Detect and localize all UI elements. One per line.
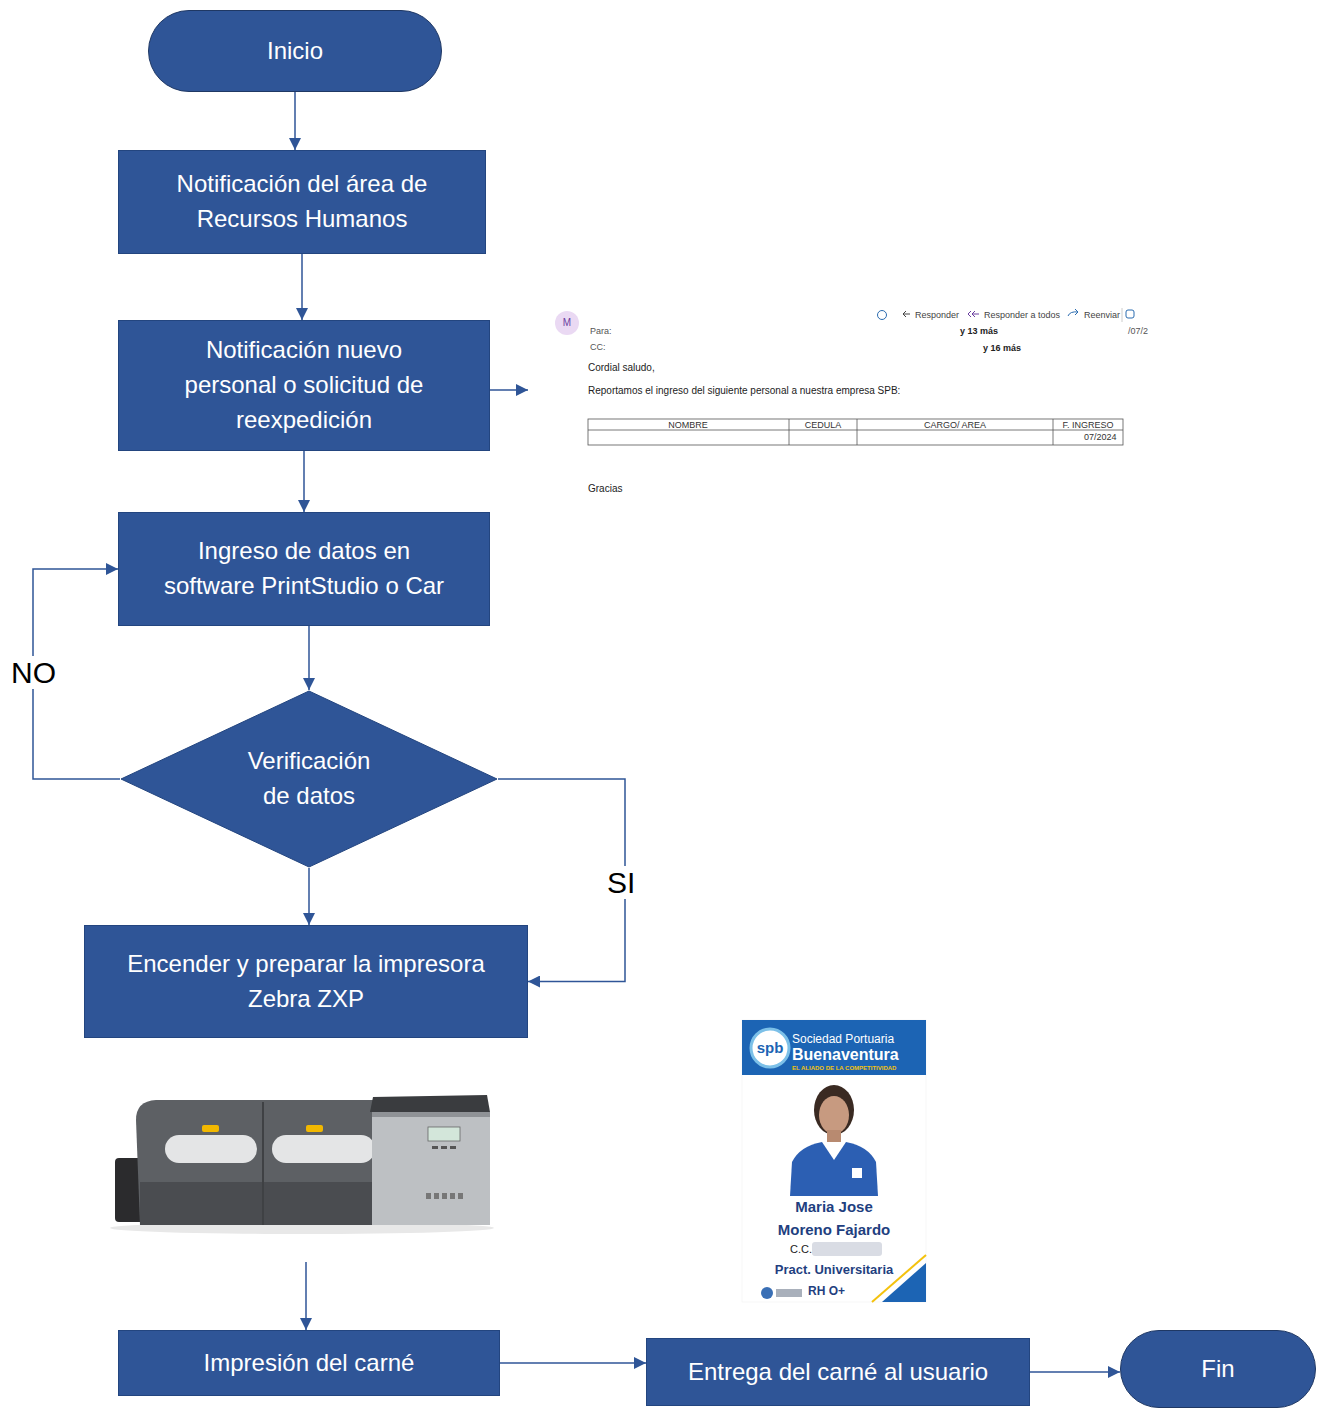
node-text: Notificación del área de Recursos Humano… xyxy=(152,167,452,237)
email-action: Reenviar xyxy=(1084,310,1120,320)
process-box: Encender y preparar la impresora Zebra Z… xyxy=(84,925,528,1038)
card-name: Moreno Fajardo xyxy=(778,1221,891,1238)
email-body: Gracias xyxy=(588,483,622,495)
email-body: Cordial saludo, xyxy=(588,362,655,374)
node-text: Fin xyxy=(1201,1352,1234,1387)
process-box: Impresión del carné xyxy=(118,1330,500,1396)
process-box: Notificación nuevo personal o solicitud … xyxy=(118,320,490,451)
node-label: Encender y preparar la impresora Zebra Z… xyxy=(116,947,496,1017)
email-field: y 16 más xyxy=(983,343,1021,353)
node-text: Encender y preparar la impresora Zebra Z… xyxy=(116,947,496,1017)
edge-label: NO xyxy=(8,656,59,689)
table-header: CEDULA xyxy=(805,420,842,430)
node-label: Entrega del carné al usuario xyxy=(688,1355,988,1390)
card-logo: spb xyxy=(757,1039,784,1056)
process-box: Ingreso de datos en software PrintStudio… xyxy=(118,512,490,626)
flow-arrow xyxy=(303,451,305,512)
node-label: Notificación nuevo personal o solicitud … xyxy=(164,333,444,437)
card-role: Pract. Universitaria xyxy=(775,1263,894,1278)
flow-arrow xyxy=(308,626,310,690)
avatar-initial: M xyxy=(563,317,571,329)
table-header: F. INGRESO xyxy=(1062,420,1113,430)
node-label: Ingreso de datos en software PrintStudio… xyxy=(157,534,452,604)
node-label: Notificación del área de Recursos Humano… xyxy=(152,167,452,237)
node-label: Verificación de datos xyxy=(239,744,379,814)
table-cell: 07/2024 xyxy=(1084,432,1117,442)
flow-arrow xyxy=(305,1262,307,1330)
flow-arrow xyxy=(308,868,310,925)
diamond-outline xyxy=(120,690,498,868)
card-brand: Sociedad Portuaria xyxy=(792,1033,894,1047)
flow-arrow xyxy=(294,92,296,150)
flow-arrow xyxy=(1030,1371,1120,1373)
node-label: Fin xyxy=(1201,1352,1234,1387)
printer-illustration xyxy=(110,1095,494,1234)
email-body: Reportamos el ingreso del siguiente pers… xyxy=(588,385,900,397)
id-card xyxy=(742,1020,926,1302)
process-box: Notificación del área de Recursos Humano… xyxy=(118,150,486,254)
flow-arrow xyxy=(301,254,303,320)
email-action: Responder xyxy=(915,310,959,320)
table-header: NOMBRE xyxy=(668,420,708,430)
terminal-pill: Fin xyxy=(1120,1330,1316,1408)
table-header: CARGO/ AREA xyxy=(924,420,986,430)
node-label: Impresión del carné xyxy=(204,1346,415,1381)
terminal-pill: Inicio xyxy=(148,10,442,92)
node-text: Verificación de datos xyxy=(239,744,379,814)
email-field: y 13 más xyxy=(960,326,998,336)
email-screenshot xyxy=(555,308,1134,445)
email-field: Para: xyxy=(590,326,612,336)
email-date: /07/2 xyxy=(1128,326,1148,336)
card-name: Maria Jose xyxy=(795,1198,873,1215)
email-field: CC: xyxy=(590,342,606,352)
node-text: Ingreso de datos en software PrintStudio… xyxy=(157,534,452,604)
callout-arrow xyxy=(490,389,528,391)
node-text: Inicio xyxy=(267,34,323,69)
node-text: Notificación nuevo personal o solicitud … xyxy=(164,333,444,437)
flow-arrow xyxy=(500,1362,646,1364)
node-text: Impresión del carné xyxy=(204,1346,415,1381)
node-label: Inicio xyxy=(267,34,323,69)
card-blood-type: RH O+ xyxy=(808,1285,845,1299)
email-action: Responder a todos xyxy=(984,310,1060,320)
decision-diamond: Verificación de datos xyxy=(120,690,498,868)
card-slogan: EL ALIADO DE LA COMPETITIVIDAD xyxy=(792,1065,896,1072)
edge-label: SI xyxy=(604,866,638,899)
card-id: C.C. xyxy=(790,1243,812,1256)
card-brand: Buenaventura xyxy=(792,1046,899,1064)
process-box: Entrega del carné al usuario xyxy=(646,1338,1030,1406)
node-text: Entrega del carné al usuario xyxy=(688,1355,988,1390)
